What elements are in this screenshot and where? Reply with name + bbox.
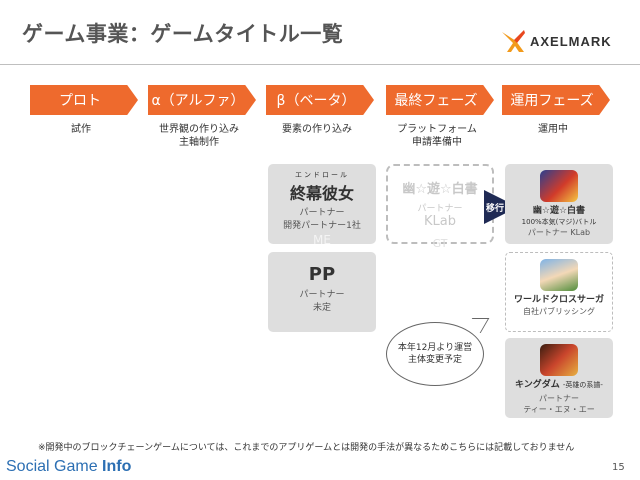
partner-label: パートナー <box>299 290 345 300</box>
footnote: ※開発中のブロックチェーンゲームについては、これまでのアプリゲームとは開発の手法… <box>38 443 575 453</box>
partner-label: パートナー <box>299 208 345 218</box>
phase-beta: β（ベータ） <box>266 85 374 115</box>
partner-value: 未定 <box>312 303 331 313</box>
beta-card-pp: PP パートナー 未定 <box>268 252 376 332</box>
game-title: ワールドクロスサーガ <box>513 295 604 305</box>
header-divider <box>0 64 640 65</box>
game-card-worldcross: ワールドクロスサーガ 自社パブリッシング <box>505 252 613 332</box>
game-title-main: キングダム <box>515 380 560 390</box>
phase-alpha-desc: 世界観の作り込み 主軸制作 <box>159 124 239 148</box>
social-game-info-brand: Social Game Info <box>6 458 131 476</box>
brand-text-b: Info <box>102 458 132 475</box>
phase-final: 最終フェーズ <box>386 85 494 115</box>
card-title: 幽☆遊☆白書 <box>402 182 478 197</box>
brand-text-a: Social Game <box>6 458 103 475</box>
card-ruby: エンドロール <box>295 171 349 179</box>
phase-final-desc: プラットフォーム 申請準備中 <box>397 124 477 148</box>
phase-proto: プロト <box>30 85 138 115</box>
phase-operation-desc: 運用中 <box>538 124 568 135</box>
partner-label: パートナー <box>539 394 579 403</box>
beta-card-shumaku: エンドロール 終幕彼女 パートナー 開発パートナー1社 ME <box>268 164 376 247</box>
game-card-yuyu: 幽☆遊☆白書 100%本気(マジ)バトル パートナー KLab <box>505 164 613 244</box>
game-title: キングダム -英雄の系譜- <box>505 379 613 391</box>
worldcross-game-icon <box>540 259 578 291</box>
partner-value: KLab <box>424 214 456 229</box>
phase-alpha: α（アルファ） <box>148 85 256 115</box>
axelmark-logo-icon <box>502 30 525 52</box>
game-subtitle: 100%本気(マジ)バトル <box>521 218 597 226</box>
yuyu-game-icon <box>540 170 578 202</box>
card-title: 終幕彼女 <box>289 184 354 203</box>
game-title: 幽☆遊☆白書 <box>532 206 586 216</box>
operator-change-bubble: 本年12月より運営 主体変更予定 <box>386 322 484 386</box>
page-number: 15 <box>612 462 625 473</box>
move-label: 移行 <box>486 204 505 214</box>
card-title: PP <box>308 264 336 285</box>
phase-proto-desc: 試作 <box>71 124 91 135</box>
game-partner: ティー・エヌ・エー <box>523 405 595 414</box>
partner-label: パートナー <box>417 204 463 214</box>
game-partner: 自社パブリッシング <box>523 307 595 316</box>
ghost-text: ME <box>313 233 331 247</box>
phase-beta-desc: 要素の作り込み <box>282 124 352 135</box>
ghost-text: GT <box>432 237 448 250</box>
axelmark-logo: AXELMARK <box>500 28 612 54</box>
partner-value: 開発パートナー1社 <box>283 221 361 231</box>
kingdom-game-icon <box>540 344 578 376</box>
logo-text: AXELMARK <box>530 33 612 49</box>
game-card-kingdom: キングダム -英雄の系譜- パートナー ティー・エヌ・エー <box>505 338 613 418</box>
phase-operation: 運用フェーズ <box>502 85 610 115</box>
game-title-sub: -英雄の系譜- <box>562 381 603 389</box>
final-card-yuyu: 幽☆遊☆白書 パートナー KLab GT <box>386 164 494 250</box>
page-title: ゲーム事業：ゲームタイトル一覧 <box>22 22 344 46</box>
game-partner: パートナー KLab <box>527 228 591 237</box>
